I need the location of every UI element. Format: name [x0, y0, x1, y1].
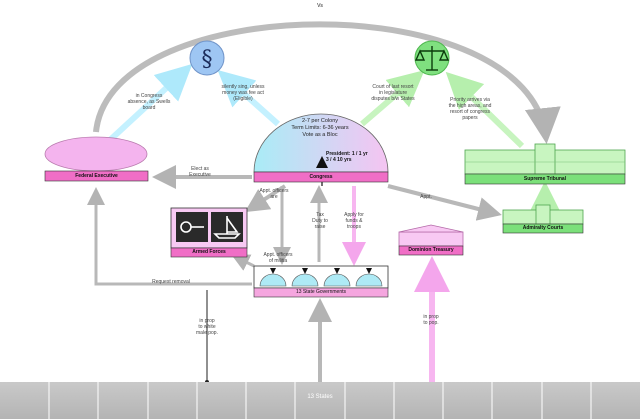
admiralty-courts-tower: [535, 204, 551, 225]
tribunal-to-court-arrow: [445, 71, 525, 149]
state-governments-bar: [253, 287, 389, 298]
admiralty-courts-bar: [502, 223, 584, 234]
supreme-tribunal-tower: [534, 143, 556, 175]
congress-to-court-arrow: [360, 70, 425, 127]
dominion-treasury-bar: [398, 245, 464, 256]
section-sign-glyph: §: [202, 47, 213, 72]
state-pointer-icons: [270, 268, 372, 274]
congress-dome[interactable]: [253, 113, 389, 173]
in-prop-left-label: in prop to white male pop.: [196, 318, 218, 336]
appt-label: Appt.: [420, 194, 432, 200]
states-dividers: [48, 382, 592, 419]
federal-executive-bar: [44, 170, 149, 182]
tax-duty-label: Tax Duty to raise: [312, 212, 328, 230]
state-governments-label: 13 State Governments: [295, 289, 347, 295]
federal-executive-ellipse[interactable]: [44, 136, 148, 172]
states-bar[interactable]: [0, 382, 640, 419]
senate-note: silently sing, unless money was fee act …: [221, 84, 265, 102]
section-sign-icon: [189, 40, 225, 76]
executive-to-senate-arrow: [107, 63, 193, 143]
request-removal-arrow: [87, 187, 252, 286]
congress-body-text: 2-7 per Colony Term Limits: 6-36 years V…: [291, 118, 349, 138]
congress-to-admiralty-arrow: [387, 184, 502, 221]
top-arc-label: Vs: [317, 3, 323, 9]
scales-glyph: [414, 46, 450, 71]
treasury-roof: [398, 224, 464, 233]
elect-as-executive-label: Elect as Executive: [189, 166, 211, 178]
dominion-treasury-building[interactable]: [398, 231, 464, 247]
armed-forces-label: Armed Forces: [192, 249, 226, 255]
left-arc-note: in Congress absence, as Swells board: [127, 93, 171, 111]
state-domes: [259, 273, 383, 287]
appt-officers-label-2: Appt. officers of militia: [263, 252, 293, 264]
congress-bar: [253, 171, 389, 183]
appt-officers-label-1: Appt. officers are: [259, 188, 289, 200]
armed-forces-bar: [170, 247, 248, 258]
request-removal-label: Request removal: [152, 279, 190, 285]
in-prop-right-label: in prop to pop.: [423, 314, 439, 326]
top-arc-arrow: [93, 21, 561, 144]
states-label: 13 States: [307, 394, 333, 400]
dominion-treasury-label: Dominion Treasury: [408, 247, 454, 253]
right-note: Priority arrives via the high areas, and…: [448, 97, 492, 121]
supreme-tribunal-bar: [464, 173, 626, 185]
president-label: President: 1 / 1 yr 3 / 4 10 yrs: [326, 151, 368, 163]
congress-label: Congress: [309, 174, 333, 180]
congress-to-armed-forces-arrow: [244, 184, 287, 213]
pointer-hand-icon: [316, 156, 328, 168]
federal-executive-label: Federal Executive: [75, 173, 118, 179]
apply-funds-label: Apply for funds & troops: [344, 212, 364, 230]
court-note: Court of last resort in legislature disp…: [371, 84, 415, 102]
supreme-tribunal-label: Supreme Tribunal: [523, 176, 567, 182]
congress-to-senate-arrow: [217, 70, 280, 127]
states-gov-to-armed-forces-arrow: [231, 254, 255, 271]
admiralty-courts-label: Admiralty Courts: [522, 225, 564, 231]
